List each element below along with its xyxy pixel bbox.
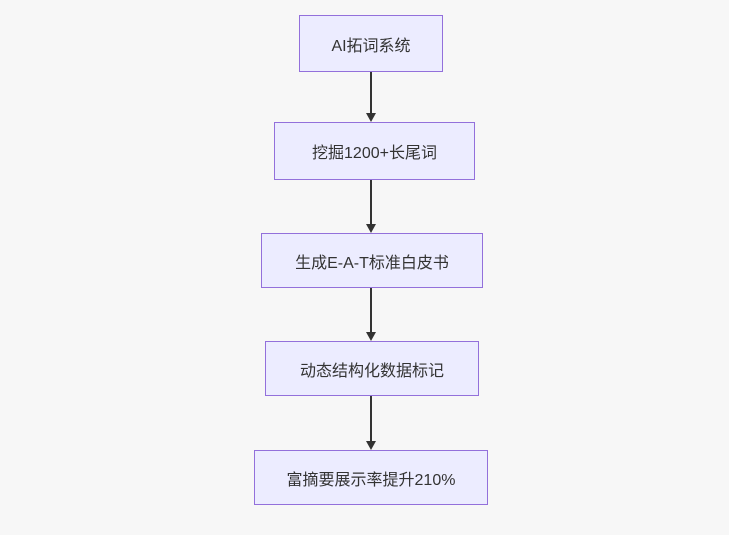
arrow-line: [370, 72, 372, 115]
arrowhead-down-icon: [366, 332, 376, 341]
flow-arrow-3: [366, 288, 376, 341]
arrow-line: [370, 396, 372, 443]
arrowhead-down-icon: [366, 224, 376, 233]
flow-node-eat-whitepaper: 生成E-A-T标准白皮书: [261, 233, 483, 288]
flow-node-ai-word-system: AI拓词系统: [299, 15, 443, 72]
flow-node-longtail-keywords: 挖掘1200+长尾词: [274, 122, 475, 180]
arrowhead-down-icon: [366, 441, 376, 450]
arrow-line: [370, 180, 372, 226]
flow-arrow-1: [366, 72, 376, 122]
flow-arrow-2: [366, 180, 376, 233]
flow-arrow-4: [366, 396, 376, 450]
arrow-line: [370, 288, 372, 334]
flow-node-structured-data: 动态结构化数据标记: [265, 341, 479, 396]
flow-node-rich-snippet-result: 富摘要展示率提升210%: [254, 450, 488, 505]
arrowhead-down-icon: [366, 113, 376, 122]
